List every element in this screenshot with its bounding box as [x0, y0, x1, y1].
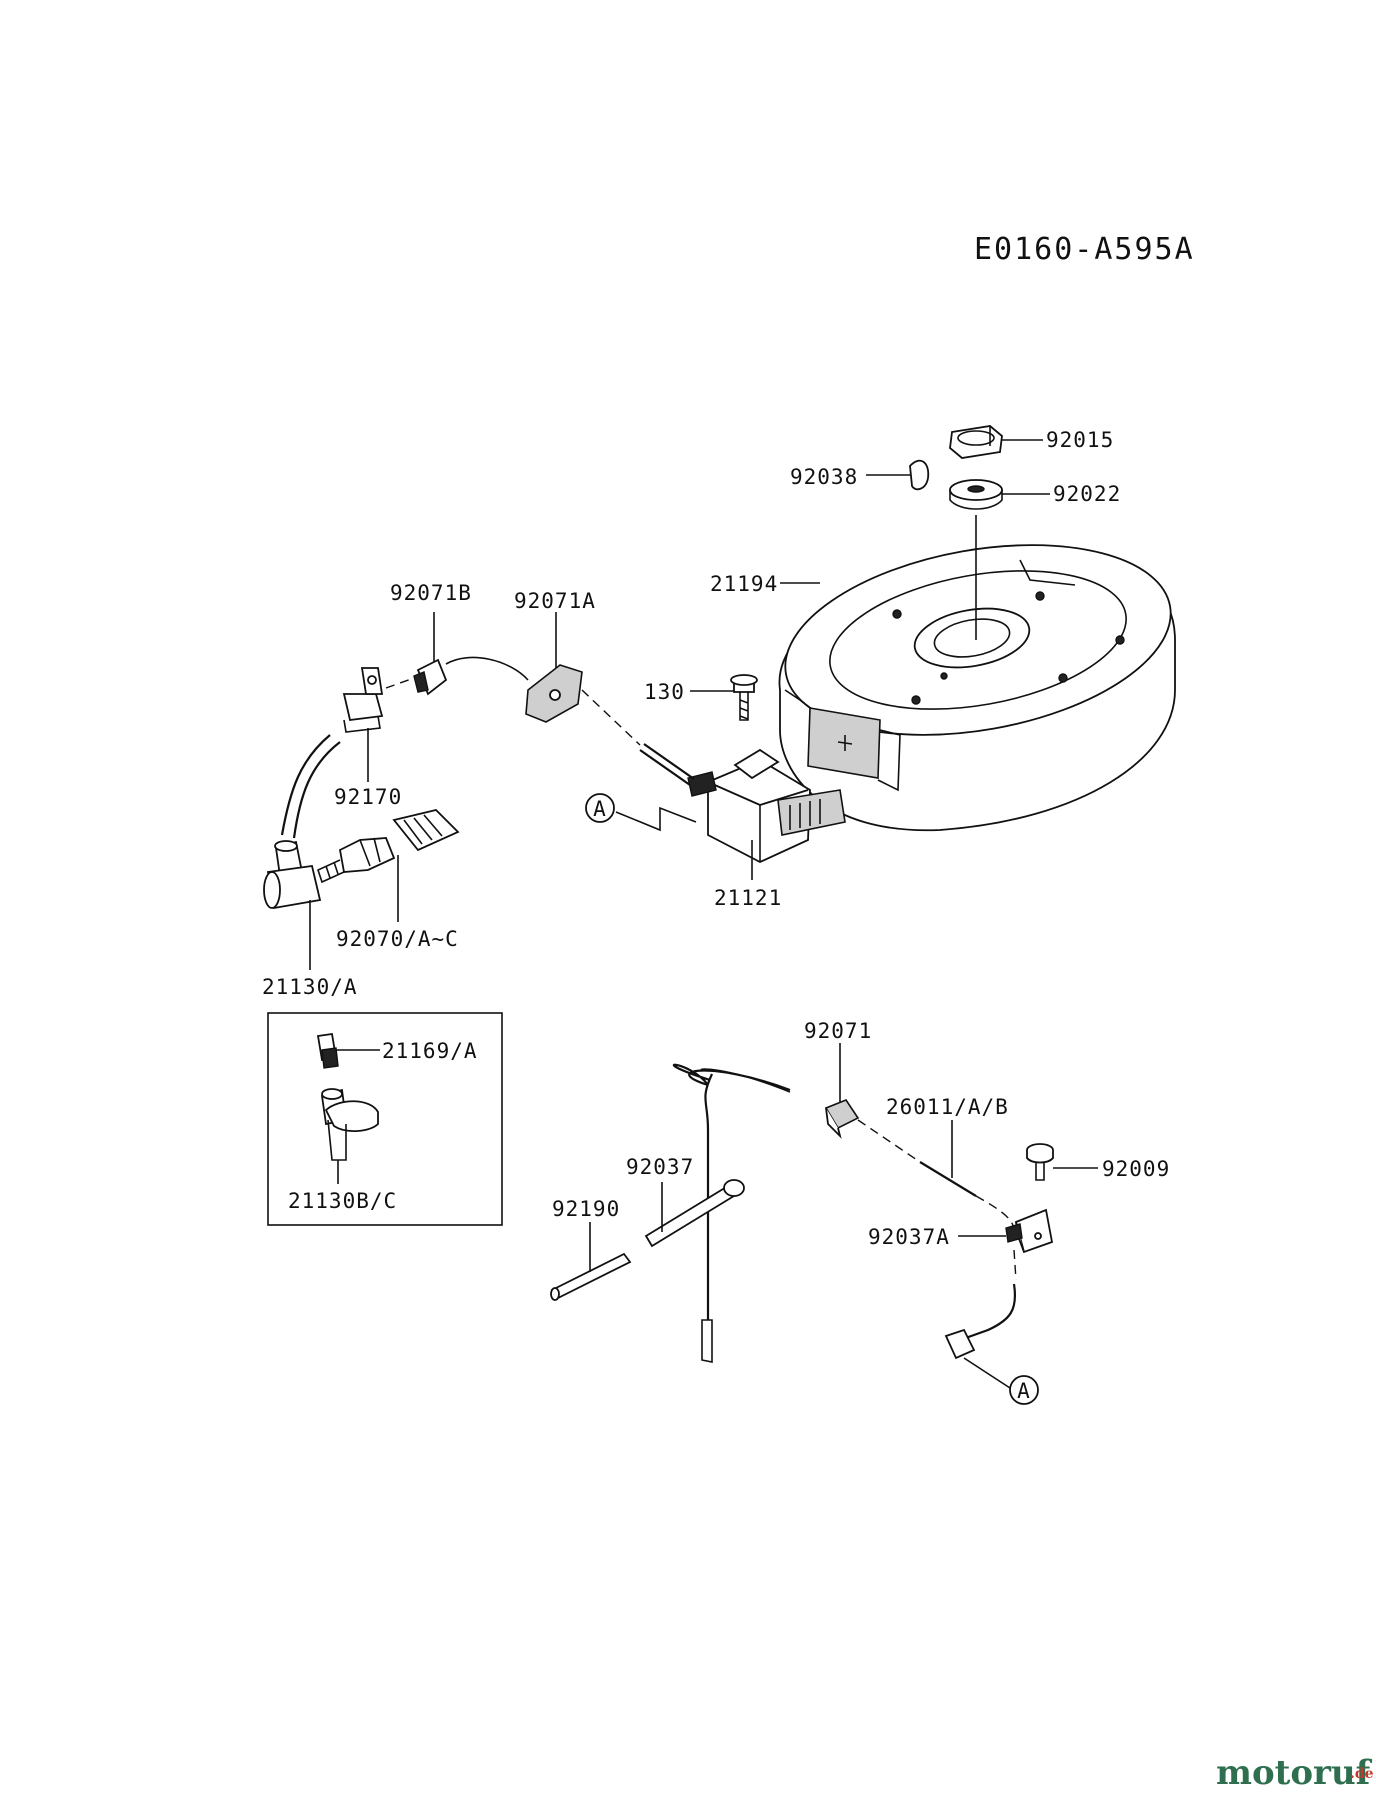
- lead-boot: [944, 1328, 976, 1360]
- woodruff-key: [909, 459, 930, 491]
- cap: [413, 658, 448, 696]
- dashed-alignment-cap: [385, 677, 415, 689]
- label-92071B: 92071B: [390, 581, 472, 605]
- label-92037A: 92037A: [868, 1225, 950, 1249]
- svg-text:motoruf: motoruf: [1216, 1753, 1373, 1793]
- zigzag-lead: [615, 806, 697, 832]
- stop-wire-vertical: [704, 1073, 713, 1320]
- stop-cable-upper: [688, 1069, 791, 1092]
- label-92009: 92009: [1102, 1157, 1170, 1181]
- bolt: [730, 674, 758, 721]
- screw: [1026, 1143, 1054, 1181]
- spark-plug: [317, 809, 460, 884]
- plug-cap-b-c: [320, 1088, 379, 1161]
- grommet: [824, 1099, 860, 1139]
- flywheel: [778, 544, 1176, 832]
- connector-marker-a-lower: A: [1009, 1375, 1039, 1405]
- label-92038: 92038: [790, 465, 858, 489]
- inset-box: [267, 1012, 503, 1226]
- label-92015: 92015: [1046, 428, 1114, 452]
- svg-text:.de: .de: [1350, 1766, 1374, 1782]
- label-21169A: 21169/A: [382, 1039, 478, 1063]
- label-21130BC: 21130B/C: [288, 1189, 397, 1213]
- label-130: 130: [644, 680, 685, 704]
- washer: [949, 479, 1003, 510]
- connector-marker-a-upper: A: [585, 793, 615, 823]
- tube: [550, 1252, 632, 1301]
- label-92071A: 92071A: [514, 589, 596, 613]
- label-92071: 92071: [804, 1019, 872, 1043]
- svg-text:A: A: [593, 797, 607, 821]
- terminal: [342, 667, 384, 733]
- dashed-lead-lower: [1013, 1249, 1017, 1281]
- plug-cap: [263, 840, 322, 910]
- watermark-logo: motoruf .de: [1216, 1753, 1374, 1793]
- dashed-alignment-coil: [581, 689, 641, 746]
- leader-a-lower: [963, 1357, 1011, 1389]
- dashed-alignment-cable: [857, 1119, 921, 1163]
- wire-end-pin: [701, 1319, 713, 1363]
- plate: [525, 664, 583, 723]
- lead-wire-lower: [959, 1283, 1017, 1342]
- label-21194: 21194: [710, 572, 778, 596]
- label-92170: 92170: [334, 785, 402, 809]
- label-92190: 92190: [552, 1197, 620, 1221]
- label-21130A: 21130/A: [262, 975, 358, 999]
- label-92070: 92070/A~C: [336, 927, 459, 951]
- label-21121: 21121: [714, 886, 782, 910]
- label-26011: 26011/A/B: [886, 1095, 1009, 1119]
- stop-cable-bend: [672, 1063, 711, 1086]
- stop-cable: [919, 1161, 977, 1197]
- svg-text:A: A: [1017, 1379, 1031, 1403]
- terminal-nut: [316, 1032, 339, 1069]
- label-92022: 92022: [1053, 482, 1121, 506]
- clip: [644, 1179, 745, 1248]
- stop-cable-shadow: [700, 1068, 791, 1093]
- hi-tension-lead-upper: [445, 656, 529, 681]
- label-92037: 92037: [626, 1155, 694, 1179]
- lead-wire-outer: [280, 734, 331, 836]
- ignition-coil: [639, 743, 846, 864]
- reference-code: E0160-A595A: [974, 232, 1195, 267]
- nut: [949, 425, 1003, 459]
- lead-wire-inner: [292, 741, 341, 839]
- bracket: [1005, 1208, 1054, 1254]
